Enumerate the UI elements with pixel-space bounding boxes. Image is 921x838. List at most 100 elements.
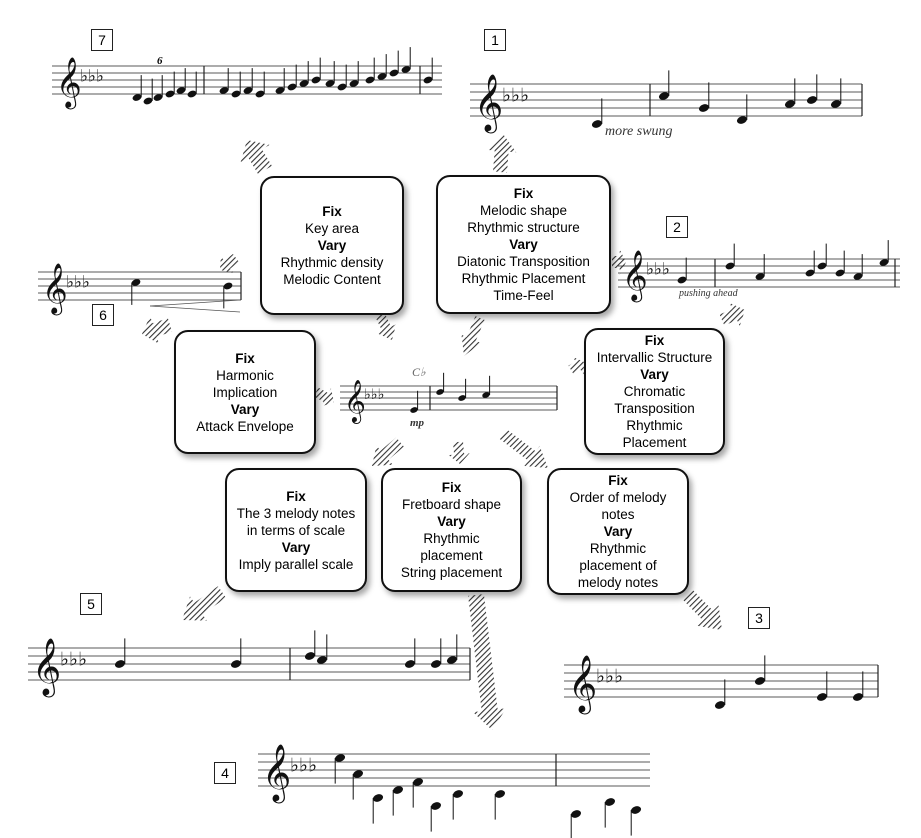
fix-line: Intervallic Structure (596, 350, 713, 365)
vary-line: Time-Feel (493, 288, 554, 303)
vary-line: Placement (622, 435, 687, 450)
vary-line: Rhythmic (626, 418, 683, 433)
vary-line: placement (420, 548, 483, 563)
vary-line: String placement (400, 565, 503, 580)
example-number-4: 4 (214, 762, 236, 784)
fix-line: Melodic shape (479, 203, 568, 218)
arrow-to-intervallic-left (568, 356, 584, 375)
ex7-tuplet-number: 6 (157, 55, 163, 67)
vary-line: Rhythmic (589, 541, 647, 556)
vary-line: Transposition (614, 401, 695, 416)
example-number-2: 2 (666, 216, 688, 238)
vary-line: Melodic Content (283, 272, 381, 287)
vary-line: Imply parallel scale (238, 556, 354, 572)
box-order-of-melody-notes: Fix Order of melody notes Vary Rhythmic … (547, 468, 689, 595)
svg-text:♭♭♭: ♭♭♭ (290, 756, 317, 777)
arrow-to-ex4 (468, 594, 507, 730)
vary-heading: Vary (281, 539, 311, 555)
fix-line: notes (601, 507, 635, 522)
box-melodic-shape: Fix Melodic shape Rhythmic structure Var… (436, 175, 611, 314)
box-three-melody-notes: Fix The 3 melody notes in terms of scale… (225, 468, 367, 592)
center-dynamic: mp (410, 417, 425, 429)
svg-text:♭♭♭: ♭♭♭ (80, 66, 104, 85)
vary-heading: Vary (437, 514, 466, 529)
arrow-to-ex2 (612, 249, 626, 275)
staff-ex5: 𝄞♭♭♭ (28, 630, 471, 698)
fix-heading: Fix (441, 480, 462, 495)
ex1-caption: more swung (605, 124, 673, 139)
example-number-3: 3 (748, 607, 770, 629)
svg-text:𝄞: 𝄞 (474, 74, 503, 134)
vary-line: Chromatic (623, 384, 686, 399)
fix-heading: Fix (322, 204, 342, 219)
staff-ex6: 𝄞♭♭♭ (38, 265, 242, 316)
arrow-to-ex6-left (142, 316, 173, 344)
staff-ex2: 𝄞♭♭♭ (618, 240, 900, 303)
arrow-to-ex1 (487, 134, 517, 173)
svg-text:𝄞: 𝄞 (32, 638, 61, 698)
example-number-1: 1 (484, 29, 506, 51)
svg-text:𝄞: 𝄞 (568, 655, 597, 715)
svg-text:𝄞: 𝄞 (262, 744, 291, 804)
svg-text:♭♭♭: ♭♭♭ (364, 387, 384, 403)
vary-heading: Vary (509, 237, 538, 252)
fix-heading: Fix (235, 350, 255, 366)
center-chord-symbol: C♭ (412, 365, 426, 379)
fix-line: The 3 melody notes (236, 505, 356, 521)
arrow-to-ex7-short (375, 312, 397, 340)
svg-text:𝄞: 𝄞 (622, 252, 648, 303)
vary-line: Rhythmic Placement (461, 271, 586, 286)
fix-line: Order of melody (569, 490, 667, 505)
fix-line: Rhythmic structure (467, 220, 580, 235)
staff-ex3: 𝄞♭♭♭ (564, 655, 879, 715)
vary-heading: Vary (603, 524, 633, 539)
svg-text:𝄞: 𝄞 (344, 379, 366, 424)
svg-text:♭♭♭: ♭♭♭ (66, 272, 90, 291)
staff-ex4: 𝄞♭♭♭ (258, 744, 650, 838)
fix-heading: Fix (608, 473, 628, 488)
vary-heading: Vary (230, 401, 260, 417)
arrow-to-ex5 (182, 586, 226, 621)
arrow-from-melodic (461, 316, 485, 356)
fix-line: Fretboard shape (401, 497, 502, 512)
ex2-caption: pushing ahead (679, 288, 738, 299)
vary-line: Attack Envelope (196, 418, 294, 434)
staff-center: 𝄞♭♭♭ (340, 372, 558, 424)
vary-line: Rhythmic density (280, 255, 384, 270)
vary-line: melody notes (577, 575, 659, 590)
box-intervallic-structure: Fix Intervallic Structure Vary Chromatic… (584, 328, 725, 455)
vary-line: Rhythmic (423, 531, 480, 546)
vary-heading: Vary (317, 238, 347, 253)
fix-line: in terms of scale (246, 522, 346, 538)
arrow-center-left (313, 387, 334, 407)
vary-line: placement of (579, 558, 657, 573)
arrow-down-right (499, 429, 548, 468)
arrow-to-ex6 (220, 254, 239, 273)
arrow-to-ex3 (683, 590, 722, 630)
arrow-down-center (448, 441, 470, 464)
fix-heading: Fix (286, 488, 306, 504)
staff-ex7: 𝄞♭♭♭ (52, 47, 442, 110)
example-number-5: 5 (80, 593, 102, 615)
svg-text:♭♭♭: ♭♭♭ (646, 259, 670, 278)
vary-heading: Vary (640, 367, 669, 382)
svg-text:𝄞: 𝄞 (42, 265, 68, 316)
example-number-6: 6 (92, 304, 114, 326)
arrow-to-ex2-right (719, 302, 745, 327)
vary-line: Diatonic Transposition (457, 254, 590, 269)
fix-line: Harmonic (216, 367, 274, 383)
fix-line: Implication (212, 384, 278, 400)
svg-text:𝄞: 𝄞 (56, 59, 82, 110)
box-key-area: Fix Key area Vary Rhythmic density Melod… (260, 176, 404, 315)
svg-text:♭♭♭: ♭♭♭ (502, 86, 529, 107)
arrow-to-ex7 (240, 140, 272, 175)
fix-line: Key area (304, 221, 360, 236)
arrow-down-left (372, 437, 404, 466)
staff-ex1: 𝄞♭♭♭ (470, 70, 863, 134)
box-fretboard-shape: Fix Fretboard shape Vary Rhythmic placem… (381, 468, 522, 592)
fix-heading: Fix (644, 333, 665, 348)
svg-text:♭♭♭: ♭♭♭ (60, 650, 87, 671)
fix-heading: Fix (513, 186, 534, 201)
